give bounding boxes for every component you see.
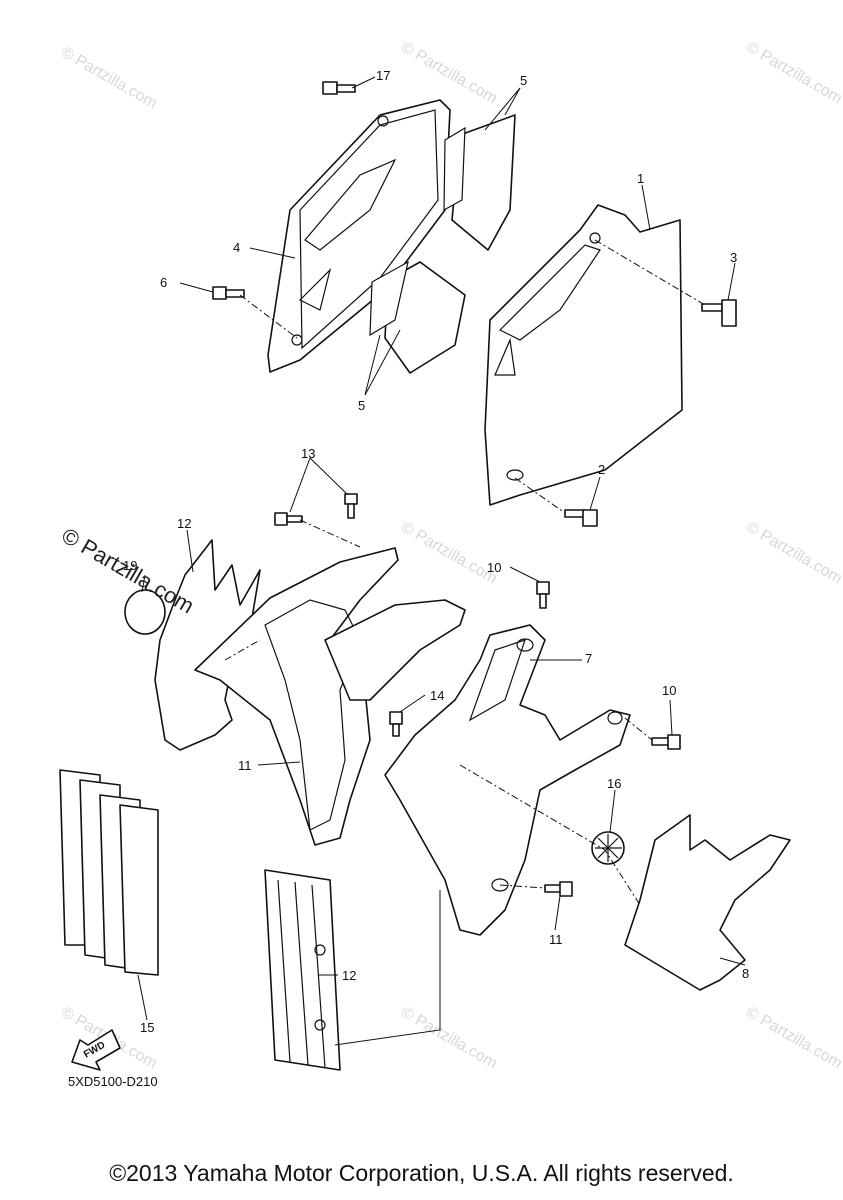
- callout-7: 17: [376, 68, 390, 83]
- callout-10-right: 10: [662, 683, 676, 698]
- callout-5-upper: 5: [520, 73, 527, 88]
- callout-12: 12: [342, 968, 356, 983]
- callout-10-upper: 10: [487, 560, 501, 575]
- watermark: © Partzilla.com: [743, 519, 843, 588]
- part-8-shroud-inner: [384, 624, 631, 936]
- part-1-number-plate: [484, 204, 683, 506]
- callout-18: 16: [607, 776, 621, 791]
- diagram-code: 5XD5100-D210: [68, 1074, 158, 1089]
- callout-3: 3: [730, 250, 737, 265]
- callout-1: 1: [637, 171, 644, 186]
- callout-15: 13: [301, 446, 315, 461]
- bolt-10-upper: [536, 581, 550, 609]
- callout-2: 2: [598, 462, 605, 477]
- callout-16: 14: [430, 688, 444, 703]
- watermark: © Partzilla.com: [743, 39, 843, 108]
- callout-8: 7: [585, 651, 592, 666]
- callout-11: 11: [549, 932, 563, 947]
- bolt-10-right: [651, 734, 681, 750]
- part-9-shroud-decal-right: [624, 814, 791, 991]
- bolt-11: [544, 881, 573, 897]
- bolt-6: [212, 286, 245, 300]
- copyright-footer: ©2013 Yamaha Motor Corporation, U.S.A. A…: [109, 1160, 734, 1186]
- bolt-2: [564, 509, 598, 527]
- watermark: © Partzilla.com: [58, 44, 160, 113]
- callout-labels: 17 5 1 4 3 6 5 2 13 12 19 10 7 10 14 11 …: [123, 68, 749, 1035]
- alignment-lines: [224, 239, 706, 1046]
- watermark: © Partzilla.com: [398, 1004, 500, 1073]
- part-5-decal-upper: [443, 114, 516, 251]
- part-18-emblem: [591, 831, 625, 865]
- callout-14: 12: [177, 516, 191, 531]
- part-13-radiator-shroud: [194, 547, 466, 846]
- callout-13: 11: [238, 758, 252, 773]
- bolt-3: [701, 299, 737, 327]
- part-4-side-cover-left: [267, 99, 451, 373]
- watermark: © Partzilla.com: [743, 1004, 843, 1073]
- watermark: © Partzilla.com: [398, 39, 500, 108]
- leader-lines: [137, 76, 746, 1021]
- bolt-7: [322, 81, 356, 95]
- callout-6: 6: [160, 275, 167, 290]
- part-17-radiator-louver-left: [59, 769, 159, 976]
- callout-9: 8: [742, 966, 749, 981]
- callout-4: 4: [233, 240, 240, 255]
- part-14-shroud-decal-left: [124, 539, 261, 751]
- part-19-emblem: [124, 589, 166, 635]
- watermark: © Partzilla.com: [398, 519, 500, 588]
- bolt-16: [389, 711, 403, 737]
- callout-19: 19: [123, 558, 137, 573]
- fwd-arrow-icon: FWD: [71, 1029, 121, 1071]
- callout-17: 15: [140, 1020, 154, 1035]
- bolt-15: [274, 493, 358, 526]
- part-12-radiator-louver-right: [264, 869, 341, 1071]
- callout-5-lower: 5: [358, 398, 365, 413]
- part-5-decal-lower: [369, 260, 466, 374]
